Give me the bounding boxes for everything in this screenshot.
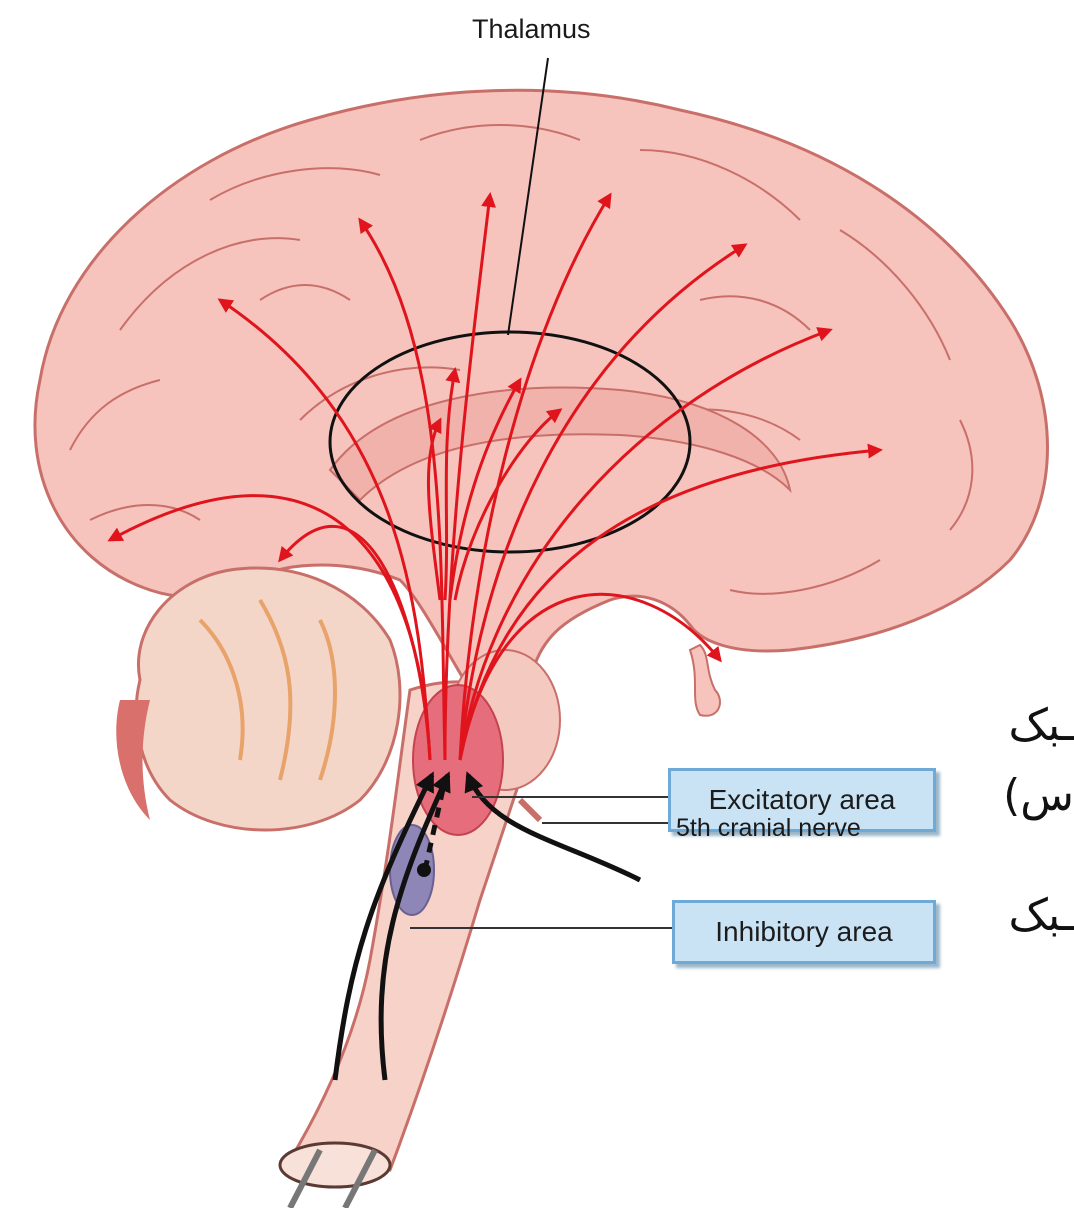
thalamus-label: Thalamus xyxy=(472,14,591,45)
cerebellum xyxy=(116,568,400,830)
inhibitory-source-dot xyxy=(417,863,431,877)
side-text-1: ـبک xyxy=(1008,700,1074,751)
side-text-2: س) xyxy=(1003,770,1074,821)
cranial-nerve-branch xyxy=(520,800,540,820)
inhibitory-area-label: Inhibitory area xyxy=(672,900,936,964)
side-text-3: ـبک xyxy=(1008,890,1074,941)
cranial-nerve-label: 5th cranial nerve xyxy=(676,814,861,843)
